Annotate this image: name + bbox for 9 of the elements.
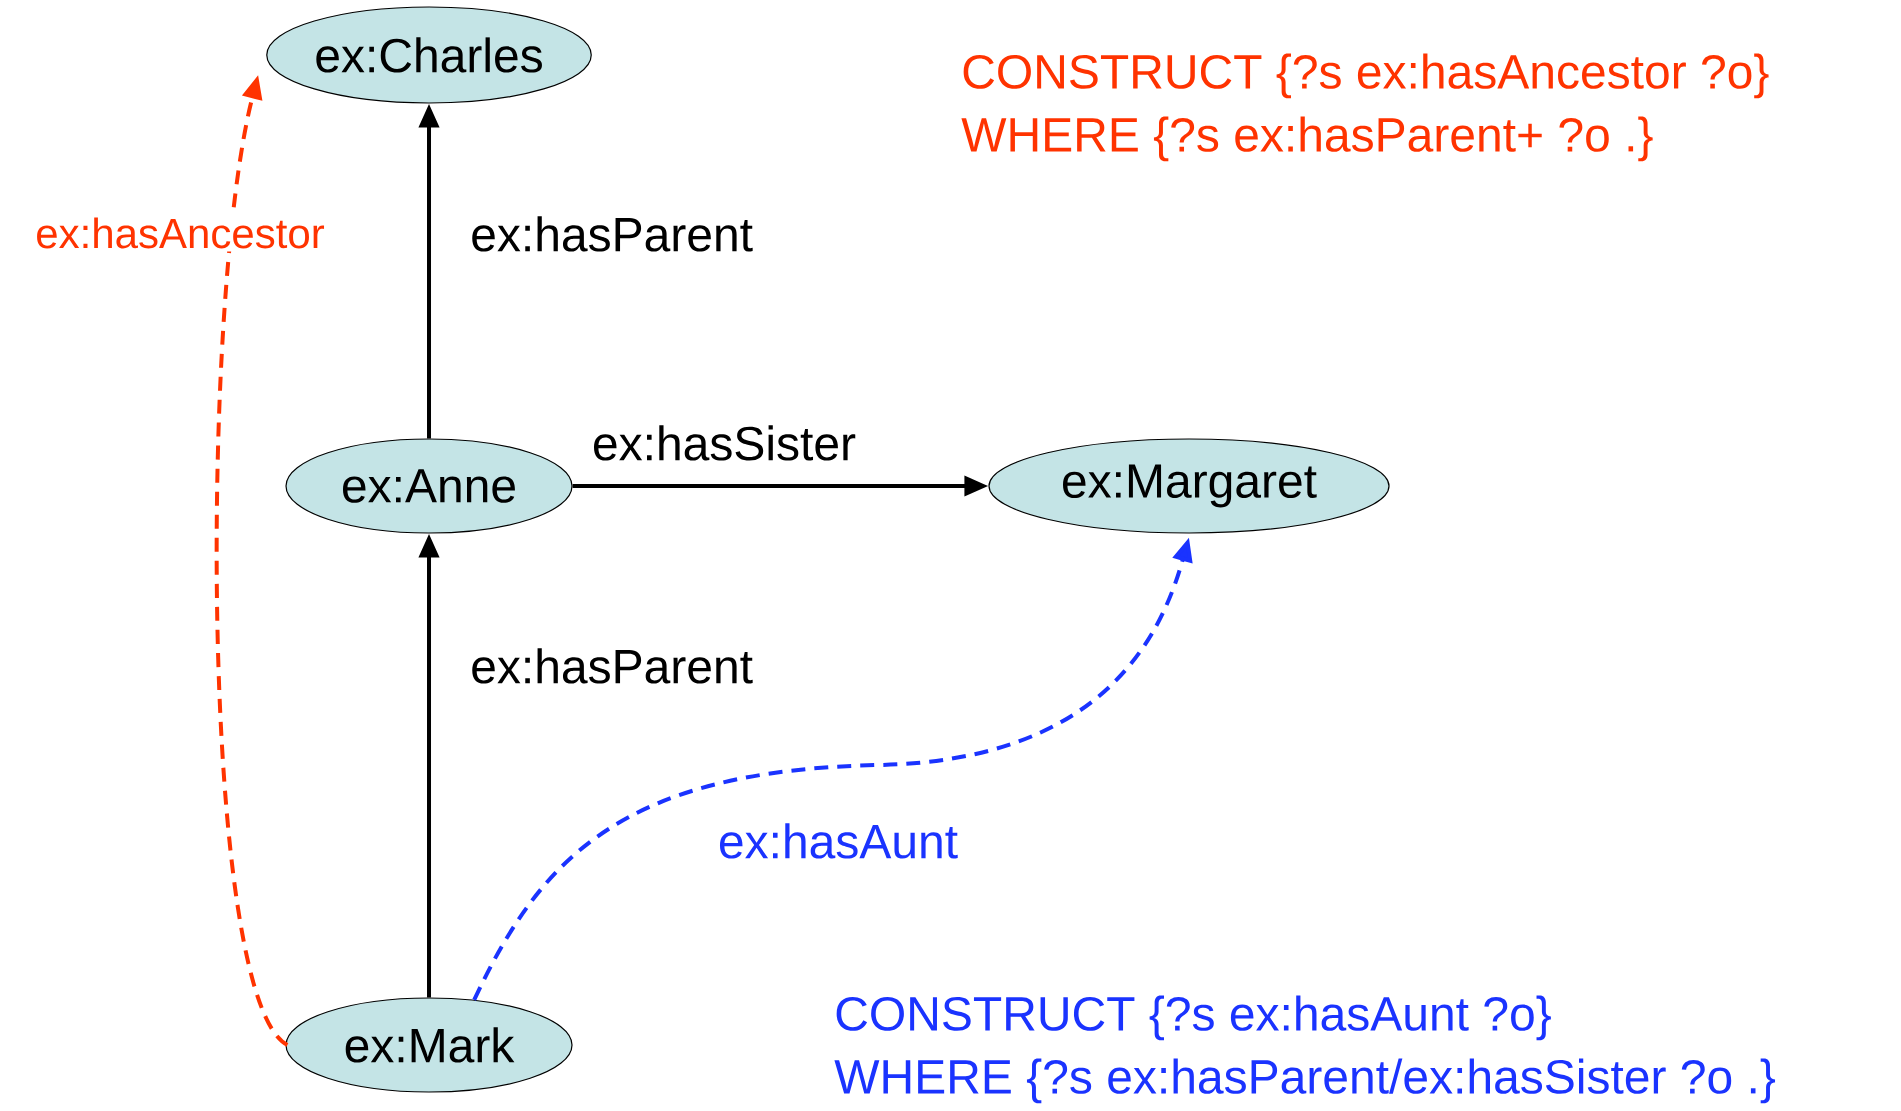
query-text: WHERE {?s ex:hasParent/ex:hasSister ?o .} — [834, 1058, 1776, 1104]
query-text: WHERE {?s ex:hasParent+ ?o .} — [961, 116, 1653, 162]
edge-label: ex:hasAunt — [714, 820, 962, 862]
edge-label: ex:hasAncestor — [32, 214, 328, 252]
query-text: CONSTRUCT {?s ex:hasAncestor ?o} — [963, 53, 1769, 99]
edge-label: ex:hasParent — [467, 213, 757, 255]
edge-label: ex:hasParent — [467, 645, 757, 687]
edge-label: ex:hasSister — [588, 422, 860, 464]
query-text: CONSTRUCT {?s ex:hasAunt ?o} — [836, 995, 1551, 1041]
